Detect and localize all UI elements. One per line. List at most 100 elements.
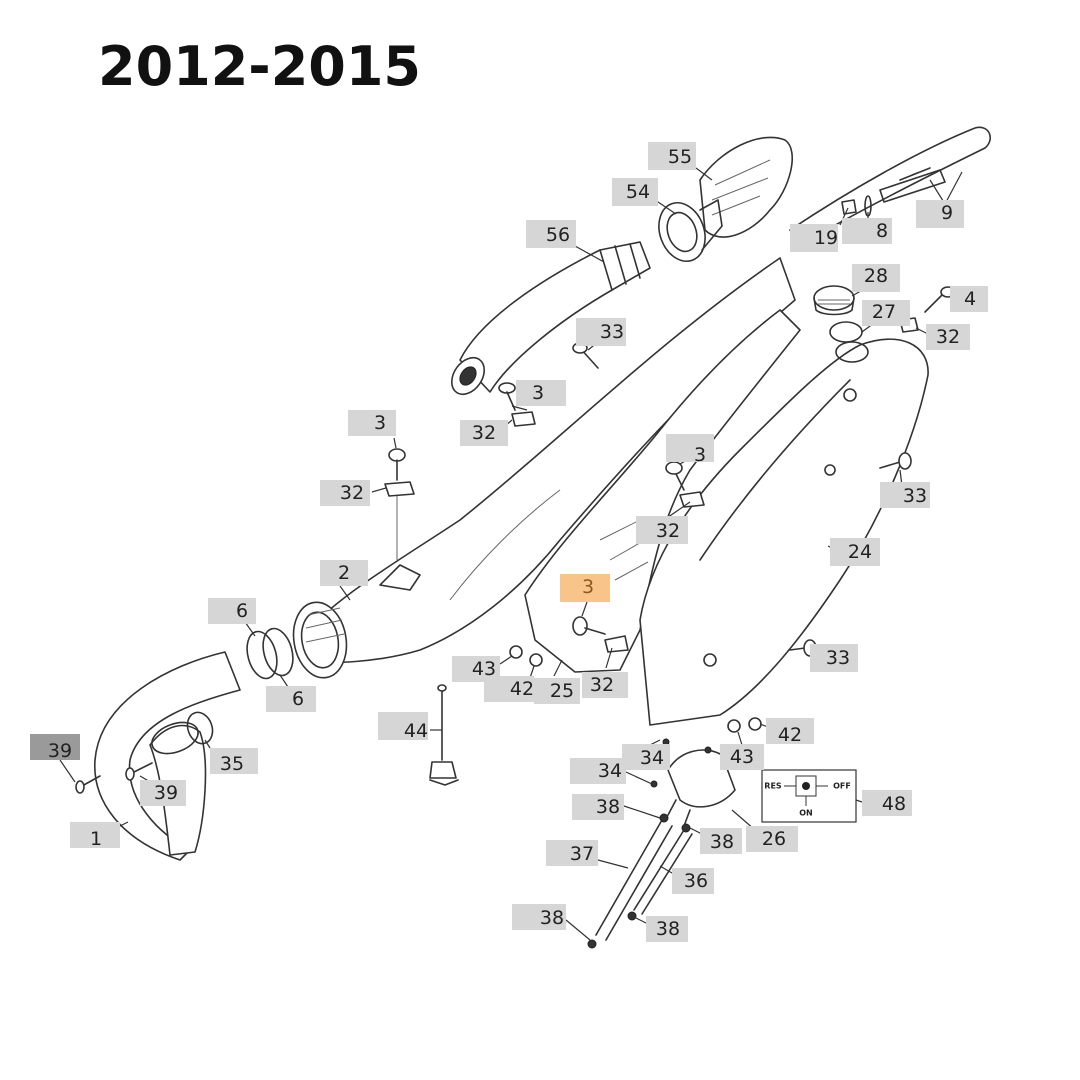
callout-39-right: 39 xyxy=(140,780,186,806)
svg-text:32: 32 xyxy=(590,674,614,696)
silencer-56 xyxy=(450,241,651,396)
svg-text:26: 26 xyxy=(762,828,786,850)
svg-text:37: 37 xyxy=(570,843,594,865)
svg-text:42: 42 xyxy=(510,678,534,700)
callout-33-lower: 33 xyxy=(810,644,858,672)
fuel-tank-24 xyxy=(639,338,929,726)
svg-text:43: 43 xyxy=(730,746,754,768)
callout-3-highlighted: 3 xyxy=(560,574,610,602)
switch-on-label: ON xyxy=(799,809,813,818)
callout-9: 9 xyxy=(916,200,964,228)
callout-26: 26 xyxy=(746,826,798,852)
callout-36: 36 xyxy=(672,868,714,894)
intake-boot-54 xyxy=(658,199,723,262)
callout-56: 56 xyxy=(526,220,576,248)
callout-25: 25 xyxy=(534,678,580,704)
callout-38-upper-right: 38 xyxy=(700,828,742,854)
svg-text:33: 33 xyxy=(826,647,850,669)
fuel-tap-44 xyxy=(429,684,459,786)
svg-text:38: 38 xyxy=(710,831,734,853)
svg-text:25: 25 xyxy=(550,680,574,702)
air-filter-55 xyxy=(699,136,793,238)
svg-text:3: 3 xyxy=(532,382,544,404)
callout-32-top: 32 xyxy=(460,420,508,446)
svg-text:33: 33 xyxy=(600,321,624,343)
svg-text:43: 43 xyxy=(472,658,496,680)
svg-text:39: 39 xyxy=(154,782,178,804)
svg-text:38: 38 xyxy=(656,918,680,940)
callout-32-right: 32 xyxy=(926,324,970,350)
callout-34-top: 34 xyxy=(622,744,670,770)
svg-text:3: 3 xyxy=(374,412,386,434)
switch-off-label: OFF xyxy=(833,782,851,791)
svg-text:55: 55 xyxy=(668,146,692,168)
svg-text:38: 38 xyxy=(596,796,620,818)
svg-text:3: 3 xyxy=(694,444,706,466)
callout-19: 19 xyxy=(790,224,838,252)
svg-text:48: 48 xyxy=(882,793,906,815)
callout-2: 2 xyxy=(320,560,368,586)
svg-text:28: 28 xyxy=(864,265,888,287)
svg-text:8: 8 xyxy=(876,220,888,242)
callout-38-lower-left: 38 xyxy=(512,904,566,930)
spring-35 xyxy=(186,711,214,745)
callout-32-mid: 32 xyxy=(636,516,688,544)
svg-text:4: 4 xyxy=(964,288,976,310)
callout-55: 55 xyxy=(648,142,696,170)
svg-text:32: 32 xyxy=(936,326,960,348)
svg-text:9: 9 xyxy=(941,202,953,224)
bolts-39 xyxy=(75,762,153,794)
svg-text:27: 27 xyxy=(872,301,896,323)
callout-8: 8 xyxy=(842,218,892,244)
callout-27: 27 xyxy=(862,300,910,326)
callout-34-left: 34 xyxy=(570,758,626,784)
callout-28: 28 xyxy=(852,264,900,292)
frame-rail xyxy=(789,126,991,246)
svg-text:54: 54 xyxy=(626,181,650,203)
diagram-title: 2012-2015 xyxy=(98,35,421,98)
fuel-valve-26 xyxy=(650,738,736,827)
callout-32-lower: 32 xyxy=(582,672,628,698)
callout-3-top: 3 xyxy=(516,380,566,406)
svg-text:32: 32 xyxy=(472,422,496,444)
svg-text:6: 6 xyxy=(236,600,248,622)
svg-text:34: 34 xyxy=(598,760,622,782)
fuel-cap-28 xyxy=(813,285,855,316)
callout-32-left: 32 xyxy=(320,480,370,506)
svg-text:44: 44 xyxy=(404,720,428,742)
svg-text:19: 19 xyxy=(814,227,838,249)
svg-text:1: 1 xyxy=(90,828,102,850)
svg-text:3: 3 xyxy=(582,576,594,598)
svg-text:35: 35 xyxy=(220,753,244,775)
callout-6-bottom: 6 xyxy=(266,686,316,712)
callout-4: 4 xyxy=(950,286,988,312)
callout-38-upper-left: 38 xyxy=(572,794,624,820)
callout-24: 24 xyxy=(830,538,880,566)
callout-42-left: 42 xyxy=(484,676,534,702)
callout-6-top: 6 xyxy=(208,598,256,624)
callout-3-mid: 3 xyxy=(666,434,714,466)
callout-43-right: 43 xyxy=(720,744,764,770)
svg-text:38: 38 xyxy=(540,907,564,929)
fuel-switch-panel-48: RES OFF ON xyxy=(761,769,857,823)
callout-42-right: 42 xyxy=(766,718,814,746)
callout-48: 48 xyxy=(862,790,912,816)
svg-text:56: 56 xyxy=(546,224,570,246)
svg-text:33: 33 xyxy=(903,485,927,507)
callout-labels: 55 54 56 19 8 9 28 4 27 32 33 3 32 3 32 … xyxy=(30,142,988,942)
exhaust-gaskets-6 xyxy=(246,627,294,680)
svg-text:36: 36 xyxy=(684,870,708,892)
svg-text:2: 2 xyxy=(338,562,350,584)
callout-1: 1 xyxy=(70,822,120,850)
callout-35: 35 xyxy=(210,748,258,775)
svg-text:32: 32 xyxy=(656,520,680,542)
callout-33-top: 33 xyxy=(576,318,626,346)
callout-33-right: 33 xyxy=(880,482,930,508)
callout-37: 37 xyxy=(546,840,598,866)
callout-39-left: 39 xyxy=(30,734,80,762)
callout-38-lower-right: 38 xyxy=(646,916,688,942)
callout-3-left: 3 xyxy=(348,410,396,436)
svg-text:24: 24 xyxy=(848,541,872,563)
switch-res-label: RES xyxy=(764,782,782,791)
